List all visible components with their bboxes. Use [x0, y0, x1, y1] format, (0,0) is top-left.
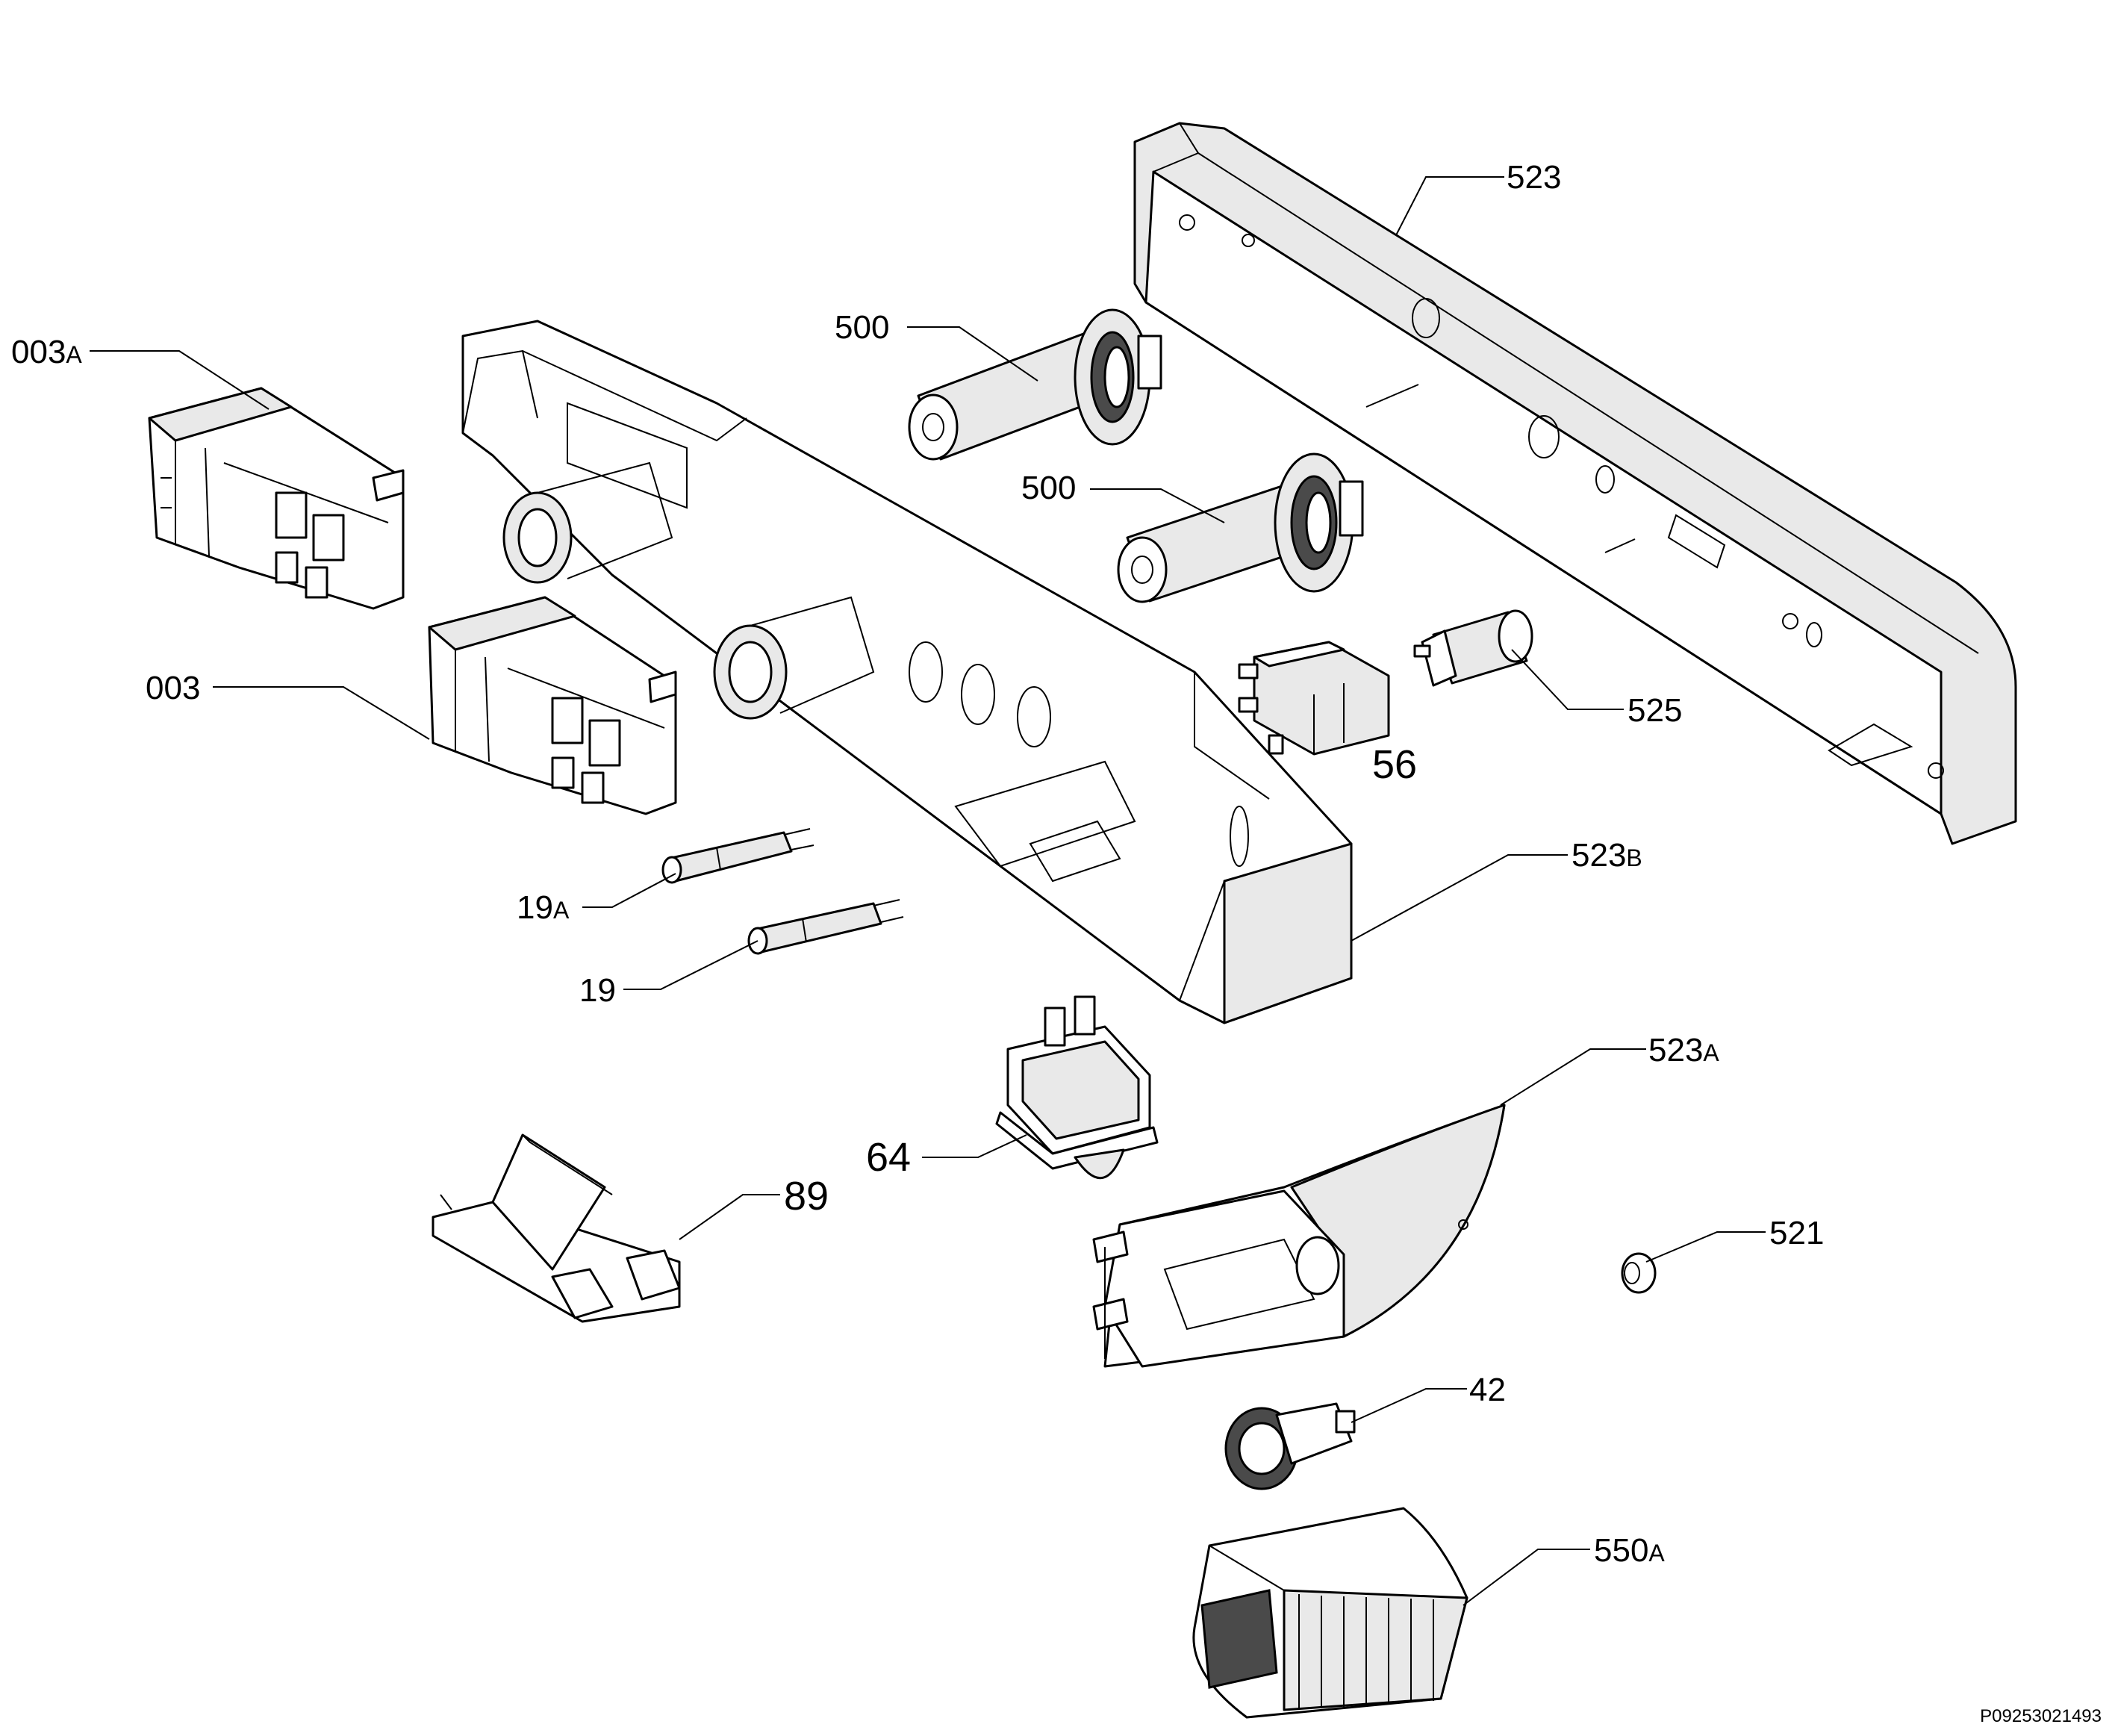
- callout-56: 56: [1372, 742, 1417, 787]
- part-521-cap: [1621, 1252, 1657, 1294]
- leader-500a: [907, 326, 1038, 382]
- leader-19a: [582, 873, 676, 908]
- callout-labels: 523 500 500 003A 003 525 56 523B 19A 19 …: [11, 159, 1824, 1569]
- part-523-control-panel-fascia: [1133, 122, 2017, 845]
- part-56-switch: [1238, 641, 1390, 756]
- leader-003: [213, 686, 430, 740]
- callout-003: 003: [146, 670, 200, 706]
- leader-lines: [90, 176, 1766, 1606]
- part-003a-switch-block: [148, 387, 405, 610]
- callout-523b: 523B: [1572, 837, 1642, 874]
- callout-525: 525: [1627, 692, 1682, 729]
- part-523b-control-housing: [461, 320, 1353, 1024]
- part-500-shaft-lower: [1117, 452, 1364, 603]
- leader-550a: [1463, 1549, 1590, 1606]
- part-19a-terminal: [661, 828, 814, 884]
- callout-19a: 19A: [517, 889, 570, 926]
- leader-500b: [1090, 488, 1225, 523]
- leader-521: [1645, 1231, 1766, 1263]
- callout-89: 89: [784, 1174, 829, 1219]
- leader-525: [1511, 649, 1624, 710]
- part-003-switch-block: [428, 596, 677, 815]
- leader-003a: [90, 350, 270, 410]
- callout-521: 521: [1769, 1215, 1824, 1251]
- callout-500-lower: 500: [1021, 470, 1076, 506]
- leader-523a: [1500, 1048, 1646, 1106]
- part-523a-light-housing: [1092, 1104, 1506, 1368]
- callout-64: 64: [866, 1135, 911, 1180]
- document-code: P09253021493: [1980, 1706, 2102, 1726]
- part-64-rocker-switch: [995, 995, 1159, 1180]
- leader-19: [623, 940, 759, 990]
- leader-42: [1351, 1388, 1467, 1423]
- part-500-shaft-upper: [908, 308, 1162, 461]
- leader-64: [922, 1134, 1027, 1158]
- part-19-terminal: [747, 899, 904, 955]
- callout-523: 523: [1507, 159, 1561, 196]
- callout-550a: 550A: [1594, 1532, 1665, 1569]
- part-525-lamp-holder: [1413, 609, 1533, 687]
- leader-523: [1395, 176, 1504, 236]
- callout-500-upper: 500: [835, 309, 889, 346]
- callout-003a: 003A: [11, 334, 82, 370]
- leader-523b: [1351, 854, 1568, 942]
- callout-42: 42: [1469, 1372, 1506, 1408]
- part-89-bracket: [432, 1133, 681, 1323]
- leader-89: [679, 1194, 780, 1240]
- part-550a-knob: [1192, 1507, 1468, 1719]
- part-42-lamp-socket: [1224, 1402, 1356, 1490]
- callout-523a: 523A: [1648, 1032, 1719, 1068]
- callout-19: 19: [579, 972, 616, 1009]
